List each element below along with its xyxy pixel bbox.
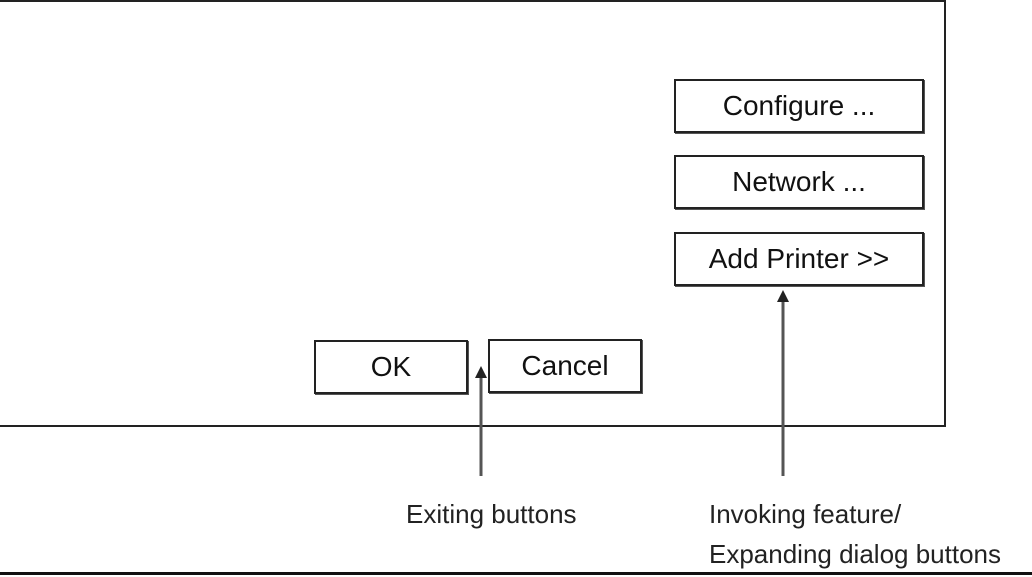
ok-button[interactable]: OK xyxy=(314,340,468,394)
invoking-caption-line2: Expanding dialog buttons xyxy=(709,539,1002,569)
exiting-buttons-caption: Exiting buttons xyxy=(406,499,577,529)
invoking-buttons-arrow xyxy=(777,290,789,476)
add-printer-button[interactable]: Add Printer >> xyxy=(674,232,924,286)
configure-button[interactable]: Configure ... xyxy=(674,79,924,133)
dialog-window: Configure ... Network ... Add Printer >>… xyxy=(0,0,946,427)
cancel-button[interactable]: Cancel xyxy=(488,339,642,393)
network-button[interactable]: Network ... xyxy=(674,155,924,209)
exiting-buttons-arrow xyxy=(475,366,487,476)
bottom-rule xyxy=(0,572,1032,575)
invoking-caption-line1: Invoking feature/ xyxy=(709,499,902,529)
